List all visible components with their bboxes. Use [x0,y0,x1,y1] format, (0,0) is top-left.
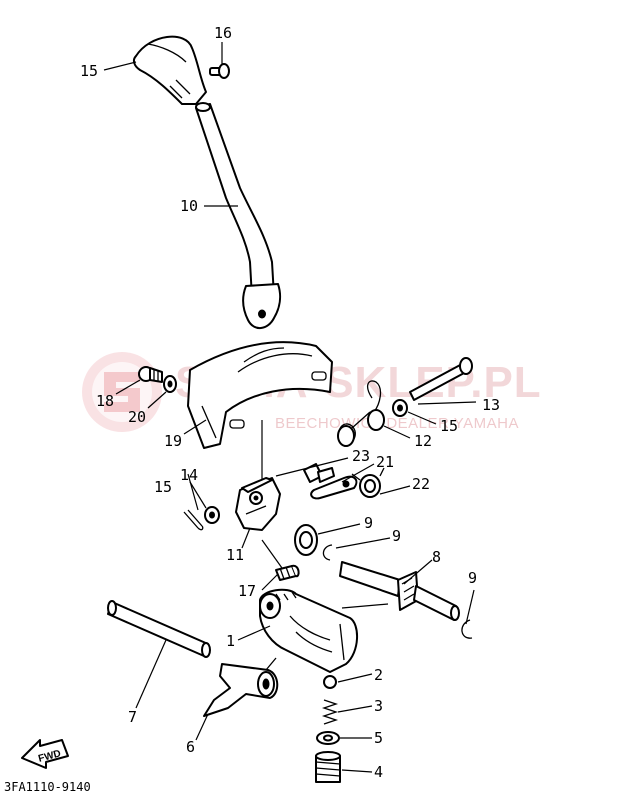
part-stopper-lever [310,475,358,500]
part-return-spring [337,380,385,447]
callout-18: 16 [214,24,232,42]
part-lever-spring [351,467,385,498]
part-plug-bolt [315,751,341,783]
part-bracket-bolt [275,564,300,581]
part-gasket [316,731,340,745]
callout-19: 17 [238,582,256,600]
fwd-arrow-icon: FWD [21,739,69,769]
part-shift-fork [203,657,279,717]
drawing-code: 3FA1110-9140 [4,780,91,794]
callout-7: 7 [128,708,137,726]
part-shift-lever [195,102,282,329]
part-shift-knob [132,35,207,105]
part-fork-rod [107,600,211,658]
part-shift-guide [187,341,333,449]
part-pivot-washer [392,399,408,417]
callout-5: 5 [374,729,383,747]
callout-14: 13 [482,396,500,414]
callout-25: 23 [352,447,370,465]
part-detent-ball [323,675,337,689]
callout-17: 15 [80,62,98,80]
callout-21: 19 [164,432,182,450]
callout-22: 20 [128,408,146,426]
watermark-tagline: BEECHOWICZ DEALER YAMAHA [275,415,519,432]
callouts: 15 16 10 18 20 19 13 15 12 23 21 22 14 1… [80,24,500,781]
leader-lines [103,42,477,773]
part-circlip-lower [461,619,473,639]
part-lever-bolt [303,463,335,483]
part-detent-spring [321,699,339,725]
part-circlip-upper [322,544,333,561]
part-shift-shaft [339,561,460,621]
callout-15-left: 14 [180,466,198,484]
callout-1: 1 [226,632,235,650]
part-oil-seal [294,524,318,556]
callout-13: 12 [414,432,432,450]
part-cotter-pin [183,509,204,531]
callout-9-upper: 9 [392,527,401,545]
callout-12: 11 [226,546,244,564]
callout-24: 22 [412,475,430,493]
callout-16: 15 [154,478,172,496]
callout-3: 3 [374,697,383,715]
part-pivot-pin [409,357,473,401]
callout-4: 4 [374,763,383,781]
callout-9-lower: 9 [468,569,477,587]
watermark-logo-icon [82,352,162,432]
callout-15-right: 15 [440,417,458,435]
callout-23: 21 [376,453,394,471]
callout-2: 2 [374,666,383,684]
part-bracket-washer [204,506,220,524]
part-knob-screw [209,63,230,79]
callout-6: 6 [186,738,195,756]
part-lever-bracket [235,477,281,531]
callout-11: 10 [180,197,198,215]
callout-20: 18 [96,392,114,410]
part-guide-washer [163,375,177,393]
part-shift-drum [259,588,358,673]
callout-8: 8 [432,548,441,566]
callout-10: 9 [364,514,373,532]
part-guide-bolt [138,366,163,383]
